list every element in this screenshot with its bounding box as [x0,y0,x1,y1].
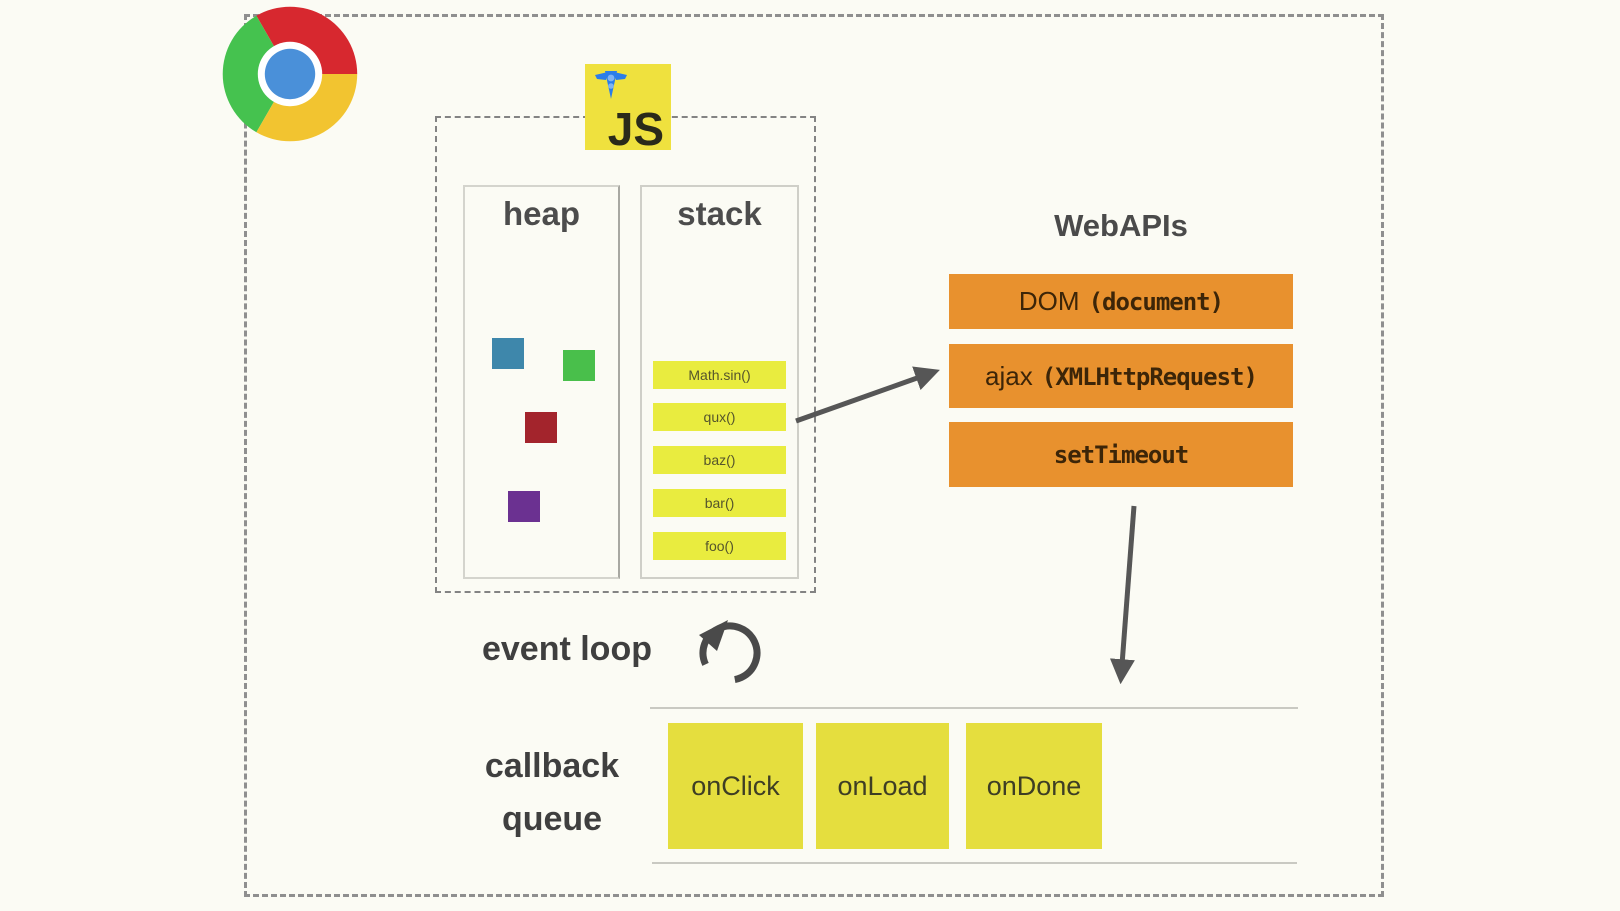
chrome-logo-svg [222,6,358,142]
stack-frame: qux() [653,403,786,431]
stack-frame: foo() [653,532,786,560]
callback-queue-top-line [650,707,1298,709]
callback-item-onclick: onClick [668,723,803,849]
webapi-settimeout-code: setTimeout [1053,441,1189,469]
callback-queue-bottom-line [652,862,1297,864]
stack-frame: bar() [653,489,786,517]
stack-frame: baz() [653,446,786,474]
callback-queue-label-line1: callback [484,747,620,785]
webapi-ajax-code: (XMLHttpRequest) [1041,363,1258,391]
webapi-settimeout-box: setTimeout [949,422,1293,487]
webapis-title: WebAPIs [1054,208,1188,243]
heap-object-green [563,350,595,381]
stack-label: stack [677,195,762,232]
heap-object-blue [492,338,524,369]
webapi-ajax-box: ajax (XMLHttpRequest) [949,344,1293,408]
callback-queue-label: callback queue [452,740,652,846]
event-loop-label: event loop [481,630,652,668]
callback-queue-label-line2: queue [501,800,603,838]
webapi-dom-label: DOM [1018,286,1080,316]
webapi-ajax-label: ajax [985,361,1033,391]
heap-box: heap [463,185,620,579]
callback-item-onload: onLoad [816,723,949,849]
event-loop-icon [695,618,765,693]
js-logo: JS [585,64,671,155]
callback-item-ondone: onDone [966,723,1102,849]
js-logo-label: JS [607,103,664,155]
v8-engine-icon [595,71,627,99]
browser-runtime-frame [244,14,1384,897]
heap-object-red [525,412,557,443]
webapi-dom-box: DOM (document) [949,274,1293,329]
heap-label: heap [502,195,581,232]
heap-object-purple [508,491,540,522]
chrome-logo-icon [220,4,360,144]
stack-frame: Math.sin() [653,361,786,389]
webapi-dom-code: (document) [1088,288,1224,316]
